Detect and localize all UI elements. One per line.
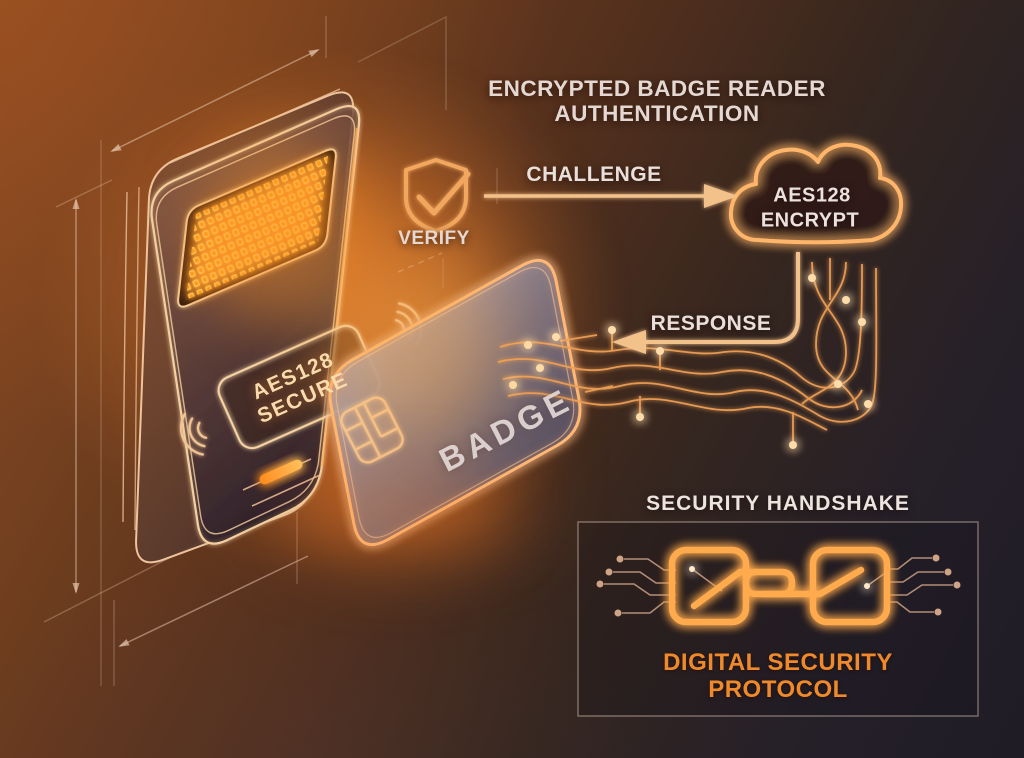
circuit-nodes: [509, 274, 872, 449]
verify-label: VERIFY: [398, 228, 470, 249]
nfc-waves-left-icon: [179, 412, 208, 456]
handshake-caption-line2: PROTOCOL: [708, 676, 848, 703]
response-arrow: [612, 252, 800, 354]
cloud-label-line2: ENCRYPT: [760, 209, 860, 232]
led-panel: [177, 148, 337, 308]
dimension-lines: [43, 15, 498, 686]
cloud-icon: [728, 142, 904, 245]
page-title-line1: ENCRYPTED BADGE READER: [488, 76, 826, 101]
response-label: RESPONSE: [650, 312, 772, 335]
circuit-traces: [497, 258, 878, 442]
challenge-label: CHALLENGE: [526, 163, 662, 186]
security-handshake-panel: [577, 521, 979, 717]
challenge-arrow: [484, 184, 738, 208]
cloud-label-line1: AES128: [773, 184, 851, 207]
chip-icon: [340, 396, 404, 464]
card-body: [328, 259, 582, 547]
page-title-line2: AUTHENTICATION: [554, 101, 760, 126]
handshake-caption-line1: DIGITAL SECURITY: [663, 649, 893, 676]
chain-link-icon: [668, 546, 891, 626]
badge-card-illustration: [328, 259, 582, 547]
reader-status-led: [242, 458, 321, 507]
shield-check-icon: [404, 158, 471, 233]
badge-reader-illustration: [122, 88, 423, 564]
handshake-title: SECURITY HANDSHAKE: [646, 492, 910, 515]
